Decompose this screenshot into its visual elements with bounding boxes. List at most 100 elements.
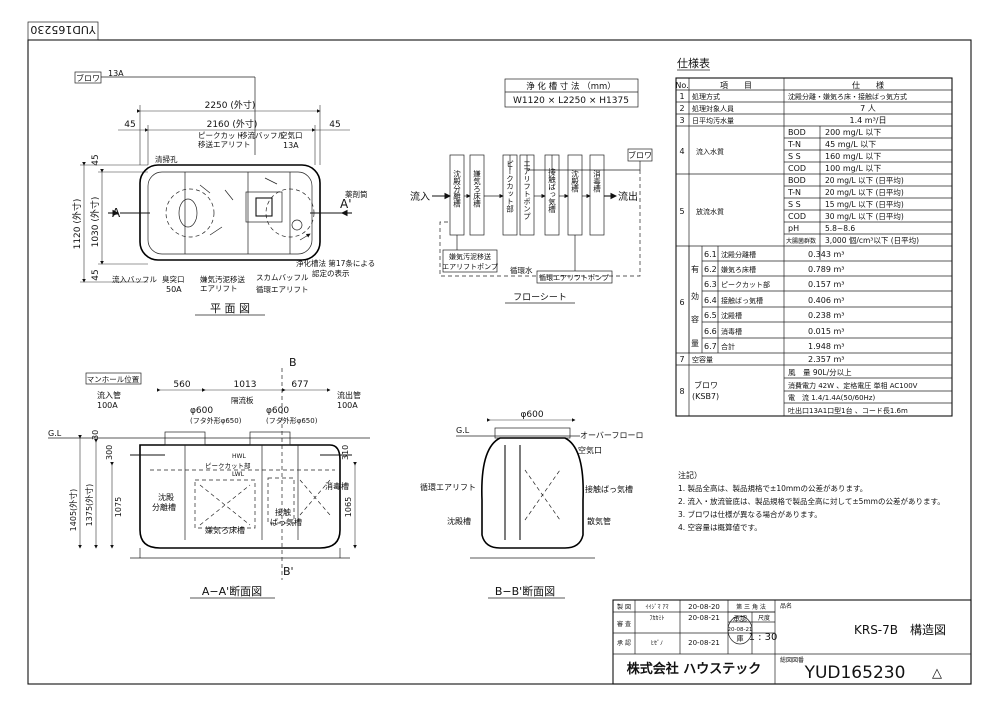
spec-r1-spec: 沈殿分離・嫌気ろ床・接触ばっ気方式 bbox=[788, 92, 907, 101]
spec-r8-item-2: (KSB7) bbox=[692, 392, 719, 401]
spec-r6-k4: 6.4 bbox=[704, 296, 717, 305]
tb-approved: 承認 bbox=[733, 614, 747, 623]
aa-out-pipe-2: 100A bbox=[337, 401, 358, 410]
aa-manhole: マンホール位置 bbox=[87, 374, 140, 384]
spec-r2-item: 処理対象人員 bbox=[692, 104, 734, 113]
sheet-border bbox=[27, 39, 972, 685]
spec-r6-v4: 0.406 m³ bbox=[808, 296, 844, 305]
tb-r1-label: 製 図 bbox=[617, 603, 631, 611]
spec-r8-l1: 風 量 90L/分以上 bbox=[788, 368, 852, 377]
spec-r6-n2: 嫌気ろ床槽 bbox=[721, 265, 756, 274]
plan-label-law-mark-1: 浄化槽法 第17条による bbox=[296, 258, 375, 268]
spec-r6-k7: 6.7 bbox=[704, 342, 717, 351]
plan-view: ブロワ 13A 2250 (外寸) 2160 (外寸) 45 45 1120 (… bbox=[71, 69, 375, 316]
aa-anaerobic: 嫌気ろ床槽 bbox=[205, 525, 245, 535]
flow-box-2: 嫌気ろ床槽 bbox=[472, 169, 481, 209]
aa-settling-2: 分離槽 bbox=[152, 502, 176, 512]
spec-r6-v7: 1.948 m³ bbox=[808, 342, 844, 351]
plan-dim-height-outer: 1120 (外寸) bbox=[71, 199, 83, 250]
flow-box-6: 沈殿槽 bbox=[570, 169, 579, 194]
tank-dims-header: 浄 化 槽 寸 法 （mm） bbox=[526, 81, 616, 92]
spec-r5-k1: BOD bbox=[788, 176, 806, 185]
spec-r1-no: 1 bbox=[679, 92, 684, 101]
tb-name-label: 品名 bbox=[780, 602, 792, 610]
spec-r5-k6: 大腸菌群数 bbox=[786, 237, 816, 245]
spec-r4-k3: S S bbox=[788, 152, 801, 161]
plan-label-circ-airlift: 循環エアリフト bbox=[256, 284, 309, 294]
spec-r4-v3: 160 mg/L 以下 bbox=[825, 152, 881, 161]
plan-dim-outer: 2250 (外寸) bbox=[205, 99, 256, 111]
notes-item-1: 1. 製品全高は、製品規格で±10mmの公差があります。 bbox=[678, 483, 867, 493]
plan-label-peak-cut-2: 移送エアリフト bbox=[198, 139, 251, 149]
tb-r2-name: ﾌｶｶﾐﾄ bbox=[649, 615, 664, 622]
tb-r3-label: 承 認 bbox=[617, 639, 631, 647]
plan-label-inflow-baffle: 流入バッフル bbox=[112, 274, 157, 284]
plan-dim-inner: 2160 (外寸) bbox=[207, 118, 258, 130]
flow-blower: ブロワ bbox=[628, 150, 652, 160]
aa-gl: G.L bbox=[48, 429, 62, 438]
spec-r6-v1: 0.343 m³ bbox=[808, 250, 844, 259]
spec-col-no: No. bbox=[675, 81, 688, 90]
spec-r5-v2: 20 mg/L 以下 (日平均) bbox=[825, 187, 904, 197]
bb-gl: G.L bbox=[456, 426, 470, 435]
aa-cover-a: (フタ外形φ650) bbox=[190, 416, 242, 425]
spec-r8-l2: 消費電力 42W 、定格電圧 単相 AC100V bbox=[788, 381, 918, 390]
spec-r6-side-3: 容 bbox=[691, 314, 699, 324]
flow-sheet: 流入 沈殿分離槽 嫌気ろ床槽 ピークカット部 エアリフトポンプ 接触ばっ気槽 沈… bbox=[410, 148, 653, 304]
spec-r4-no: 4 bbox=[679, 147, 684, 156]
spec-r5-v3: 15 mg/L 以下 (日平均) bbox=[825, 199, 904, 209]
notes-title: 注記） bbox=[678, 470, 702, 480]
aa-contact-1: 接触 bbox=[275, 507, 291, 517]
tb-scale: 1 : 30 bbox=[749, 632, 778, 643]
aa-disinfect: 消毒槽 bbox=[325, 481, 349, 491]
spec-table: 仕様表 No. 項 目 仕 様 1 処理方式 沈殿分離・嫌気ろ床・接触ばっ気方式… bbox=[675, 56, 953, 417]
flow-title: フローシート bbox=[513, 293, 567, 303]
tank-dims-box: 浄 化 槽 寸 法 （mm） W1120 × L2250 × H1375 bbox=[504, 78, 639, 108]
spec-r1-item: 処理方式 bbox=[692, 92, 720, 101]
spec-r4-k1: BOD bbox=[788, 128, 806, 137]
spec-r6-n5: 沈殿槽 bbox=[721, 311, 742, 320]
aa-d1013: 1013 bbox=[234, 380, 257, 390]
notes-item-3: 3. ブロワは仕様が異なる場合があります。 bbox=[678, 509, 822, 519]
bb-settling: 沈殿槽 bbox=[447, 516, 471, 526]
flow-box-4: エアリフトポンプ bbox=[522, 160, 531, 220]
spec-r4-k2: T-N bbox=[787, 140, 801, 149]
spec-r6-side-4: 量 bbox=[691, 339, 699, 348]
aa-partition: 隔流板 bbox=[231, 395, 254, 405]
spec-r8-no: 8 bbox=[679, 387, 684, 396]
plan-title: 平 面 図 bbox=[210, 302, 250, 315]
aa-title: A−A'断面図 bbox=[202, 584, 262, 598]
spec-r6-k6: 6.6 bbox=[704, 327, 717, 336]
tb-r1-name: ｲｲｼﾞﾏ ｱﾏ bbox=[646, 604, 669, 611]
spec-r2-no: 2 bbox=[679, 104, 684, 113]
spec-r5-v1: 20 mg/L 以下 (日平均) bbox=[825, 175, 904, 185]
aa-hwl: HWL bbox=[232, 453, 246, 460]
spec-r5-k2: T-N bbox=[787, 188, 801, 197]
spec-r6-side-2: 効 bbox=[691, 291, 699, 301]
aa-settling-1: 沈殿 bbox=[158, 492, 174, 502]
plan-label-sludge-airlift-2: エアリフト bbox=[200, 284, 238, 293]
aa-contact-2: ばっ気槽 bbox=[270, 517, 302, 527]
spec-r6-k2: 6.2 bbox=[704, 265, 717, 274]
plan-dim-height-inner: 1030 (外寸) bbox=[89, 197, 101, 248]
spec-r5-k4: COD bbox=[788, 212, 806, 221]
spec-r7-item: 空容量 bbox=[692, 355, 713, 364]
plan-label-transfer-baffle: 移流バッフル bbox=[240, 130, 285, 140]
aa-d1375: 1375(外寸) bbox=[84, 484, 94, 527]
flow-sludge-pump-1: 嫌気汚泥移送 bbox=[449, 252, 491, 261]
plan-label-cleaning-hole: 清掃孔 bbox=[155, 154, 178, 164]
spec-title: 仕様表 bbox=[677, 56, 710, 70]
spec-r8-l3: 電 流 1.4/1.4A(50/60Hz) bbox=[788, 393, 875, 402]
spec-r8-item-1: ブロワ bbox=[694, 380, 718, 390]
flow-box-3: ピークカット部 bbox=[505, 160, 514, 214]
aa-peak-label: ピークカット部 bbox=[205, 461, 251, 470]
tb-angle-label: 第 三 角 法 bbox=[736, 603, 766, 611]
aa-in-pipe-2: 100A bbox=[97, 401, 118, 410]
plan-section-a2: A' bbox=[340, 197, 352, 211]
tb-r2-date: 20-08-21 bbox=[688, 614, 720, 622]
aa-out-pipe-1: 流出管 bbox=[337, 390, 361, 400]
plan-label-chemical-cyl: 薬剤筒 bbox=[345, 189, 368, 199]
bb-title: B−B'断面図 bbox=[495, 584, 555, 598]
spec-r6-k5: 6.5 bbox=[704, 311, 717, 320]
